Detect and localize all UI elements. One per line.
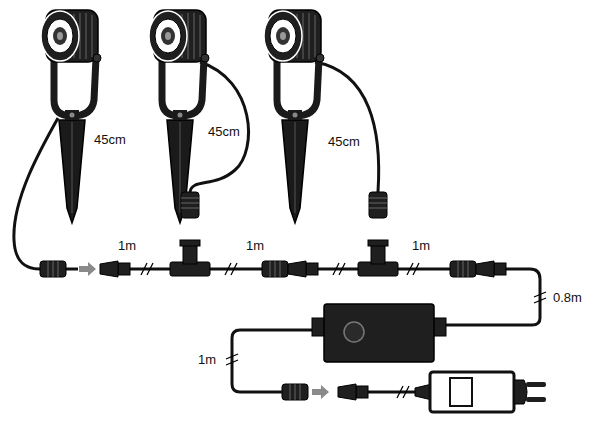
cable-connector	[476, 261, 506, 277]
t-junction	[358, 240, 398, 276]
cable-connector	[338, 384, 368, 400]
spotlight	[41, 10, 101, 223]
cable-break	[225, 263, 237, 275]
connect-arrow	[79, 262, 96, 276]
spotlight	[264, 10, 324, 223]
dimension-label: 45cm	[92, 132, 128, 147]
dimension-label: 0.8m	[551, 290, 584, 305]
cable-connector	[282, 384, 308, 400]
cable-break	[407, 263, 419, 275]
spotlight	[149, 10, 209, 223]
dimension-label: 1m	[244, 238, 266, 253]
dimension-label: 45cm	[206, 124, 242, 139]
cable-break	[226, 354, 238, 365]
cable-break	[397, 386, 409, 398]
cable-connector	[181, 192, 199, 218]
dimension-label: 45cm	[326, 134, 362, 149]
cable-connector	[288, 261, 318, 277]
cable-break	[141, 263, 153, 275]
dimension-label: 1m	[116, 238, 138, 253]
dimension-label: 1m	[196, 352, 218, 367]
cable-break	[333, 263, 345, 275]
dimension-label: 1m	[410, 238, 432, 253]
power-plug	[415, 372, 546, 412]
cable-connector	[100, 261, 130, 277]
connect-arrow	[312, 385, 329, 399]
controller-box	[312, 304, 446, 362]
cable-connector	[450, 261, 476, 277]
cable-connector	[369, 192, 387, 218]
t-junction	[170, 240, 210, 276]
cable-break	[534, 292, 546, 303]
cable-connector	[262, 261, 288, 277]
cable-connector	[40, 261, 66, 277]
